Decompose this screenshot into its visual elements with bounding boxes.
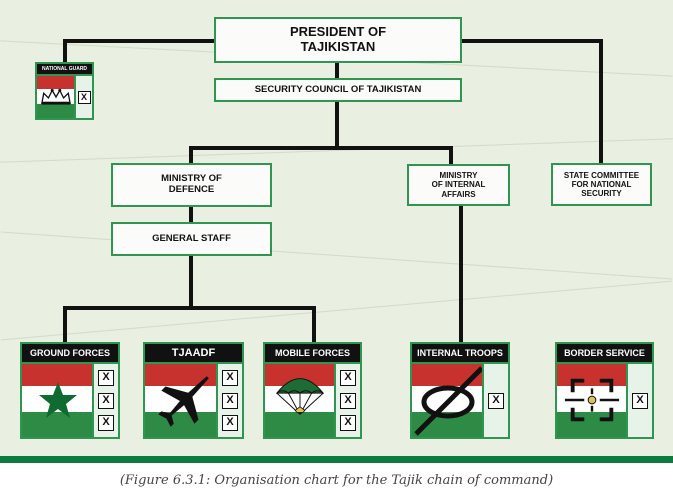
echelon-column: X X X <box>334 364 360 437</box>
echelon-mark: X <box>98 392 114 409</box>
security-council-label: SECURITY COUNCIL OF TAJIKISTAN <box>254 83 422 95</box>
internal-troops-label: INTERNAL TROOPS <box>417 348 503 358</box>
connector-line <box>189 256 193 309</box>
connector-line <box>599 39 603 165</box>
tjaadf-label: TJAADF <box>171 347 216 359</box>
mobile-forces-label: MOBILE FORCES <box>274 348 350 358</box>
general-staff-box: GENERAL STAFF <box>111 222 272 256</box>
crown-icon <box>41 88 71 105</box>
ministry-internal-affairs-box: MINISTRY OF INTERNAL AFFAIRS <box>407 164 510 206</box>
mobile-forces-header: MOBILE FORCES <box>263 342 362 362</box>
connector-line <box>460 39 603 43</box>
ministry-of-defence-box: MINISTRY OF DEFENCE <box>111 163 272 207</box>
ground-forces-symbol: X X X <box>20 362 120 439</box>
connector-line <box>63 306 67 342</box>
ground-forces-header: GROUND FORCES <box>20 342 120 362</box>
tajik-flag <box>145 364 218 437</box>
connector-line <box>63 39 216 43</box>
connector-line <box>459 205 463 342</box>
national-guard-symbol: X <box>35 74 94 120</box>
ministry-of-defence-label: MINISTRY OF DEFENCE <box>161 173 222 195</box>
connector-line <box>63 39 67 64</box>
internal-troops-symbol: X <box>410 362 510 439</box>
map-texture-line <box>0 231 673 280</box>
echelon-mark: X <box>488 392 504 409</box>
crossed-oval-icon <box>414 366 484 436</box>
state-committee-label: STATE COMMITTEE FOR NATIONAL SECURITY <box>563 170 640 199</box>
echelon-column: X <box>74 76 92 118</box>
echelon-mark: X <box>222 370 238 387</box>
ministry-internal-affairs-label: MINISTRY OF INTERNAL AFFAIRS <box>431 171 486 199</box>
national-guard-header: NATIONAL GUARD <box>35 62 94 74</box>
national-guard-label: NATIONAL GUARD <box>41 66 88 72</box>
connector-line <box>449 146 453 166</box>
connector-line <box>63 306 316 310</box>
connector-line <box>312 306 316 342</box>
echelon-mark: X <box>222 414 238 431</box>
echelon-column: X X X <box>216 364 242 437</box>
echelon-column: X <box>482 364 508 437</box>
parachute-icon <box>275 378 325 415</box>
connector-line <box>189 146 193 165</box>
tjaadf-header: TJAADF <box>143 342 244 362</box>
border-service-header: BORDER SERVICE <box>555 342 654 362</box>
border-service-symbol: X <box>555 362 654 439</box>
general-staff-label: GENERAL STAFF <box>152 232 231 244</box>
map-texture-line <box>1 280 672 341</box>
tjaadf-symbol: X X X <box>143 362 244 439</box>
connector-line <box>189 146 453 150</box>
ground-forces-label: GROUND FORCES <box>29 348 110 358</box>
star-icon <box>39 382 77 418</box>
echelon-mark: X <box>632 392 648 409</box>
connector-line <box>335 63 339 80</box>
border-crosshair-icon <box>564 378 620 422</box>
echelon-mark: X <box>222 392 238 409</box>
echelon-mark: X <box>77 90 91 104</box>
mobile-forces-symbol: X X X <box>263 362 362 439</box>
internal-troops-header: INTERNAL TROOPS <box>410 342 510 362</box>
org-chart: PRESIDENT OF TAJIKISTAN SECURITY COUNCIL… <box>0 0 673 456</box>
security-council-box: SECURITY COUNCIL OF TAJIKISTAN <box>214 78 462 102</box>
border-service-label: BORDER SERVICE <box>564 348 645 358</box>
president-box: PRESIDENT OF TAJIKISTAN <box>214 17 462 63</box>
figure-caption: (Figure 6.3.1: Organisation chart for th… <box>119 473 554 488</box>
president-label: PRESIDENT OF TAJIKISTAN <box>289 24 387 54</box>
connector-line <box>189 206 193 224</box>
echelon-mark: X <box>340 370 356 387</box>
echelon-column: X <box>626 364 652 437</box>
echelon-mark: X <box>98 414 114 431</box>
fighter-jet-icon <box>158 376 209 427</box>
echelon-mark: X <box>340 414 356 431</box>
echelon-mark: X <box>340 392 356 409</box>
connector-line <box>335 100 339 149</box>
bottom-rule <box>0 456 673 463</box>
echelon-column: X X X <box>92 364 118 437</box>
state-committee-box: STATE COMMITTEE FOR NATIONAL SECURITY <box>551 163 652 206</box>
tajik-flag <box>22 364 94 437</box>
echelon-mark: X <box>98 370 114 387</box>
